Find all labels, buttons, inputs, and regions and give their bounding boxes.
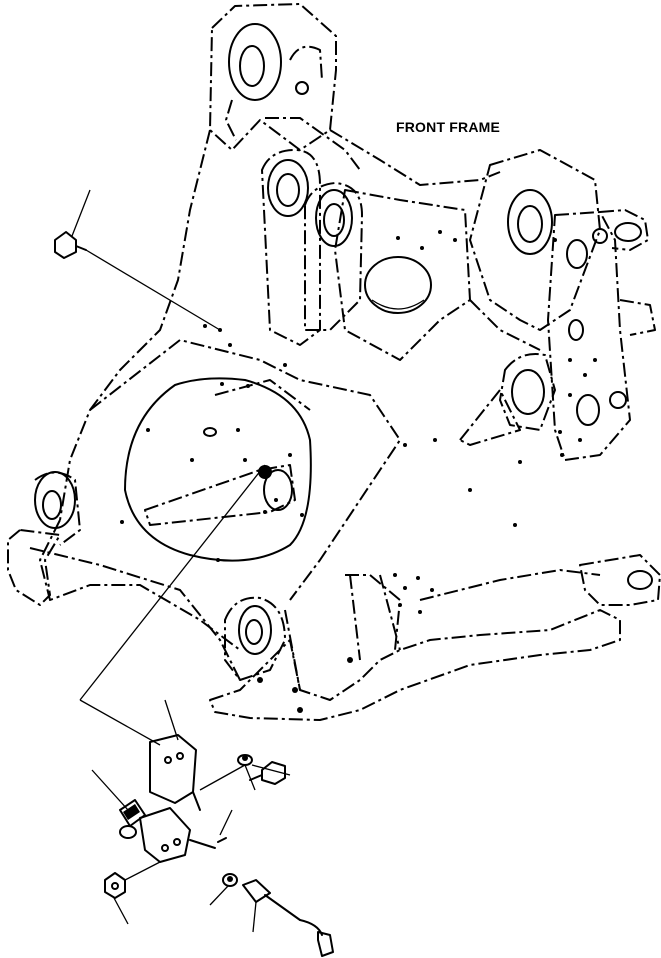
mount-leader-line bbox=[79, 464, 266, 701]
rear-hitch bbox=[579, 554, 661, 606]
center-casting-hole bbox=[364, 256, 432, 314]
center-boss-left bbox=[261, 149, 321, 346]
interior-strut bbox=[144, 464, 296, 526]
left-upper-tower bbox=[209, 3, 337, 151]
frame-left-side bbox=[89, 339, 401, 601]
center-boss-right bbox=[304, 182, 363, 331]
bolt-upper-left bbox=[54, 189, 222, 332]
nut-lower-left bbox=[104, 861, 161, 925]
oval-access-opening bbox=[124, 377, 312, 562]
left-front-pivot bbox=[7, 529, 61, 606]
lower-base-plate bbox=[209, 609, 621, 721]
lower-left-pivot bbox=[224, 596, 286, 681]
front-frame bbox=[7, 3, 661, 721]
bolt-hole-dots bbox=[120, 230, 597, 713]
bolt-and-washer bbox=[199, 754, 291, 791]
right-upper-tower bbox=[469, 149, 601, 331]
front-frame-label: FRONT FRAME bbox=[396, 119, 501, 135]
upper-plate bbox=[59, 129, 211, 521]
cable-connector bbox=[209, 873, 334, 957]
left-tower-boss bbox=[228, 23, 282, 101]
center-casting bbox=[334, 189, 471, 361]
sensor-bracket bbox=[149, 699, 201, 811]
left-tower-pin-hole bbox=[239, 45, 265, 87]
proximity-switch bbox=[91, 769, 233, 863]
right-mount-bracket bbox=[547, 211, 631, 461]
front-lower-plate bbox=[29, 547, 241, 681]
